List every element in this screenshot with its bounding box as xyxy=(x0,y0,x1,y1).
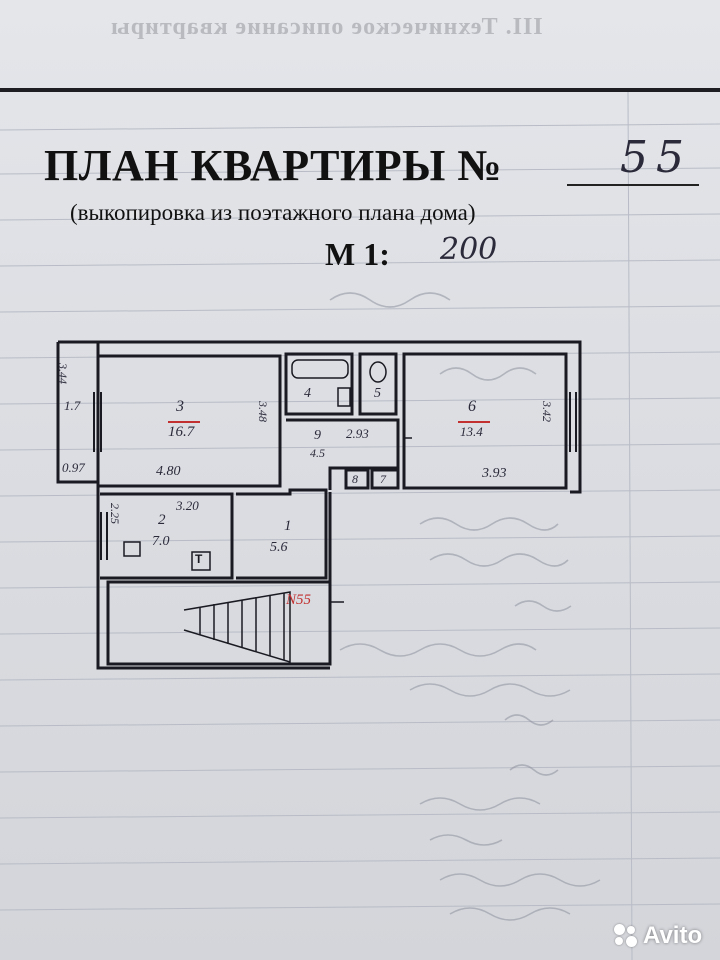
dim-room3-width: 4.80 xyxy=(156,464,181,479)
dim-room2-width: 3.20 xyxy=(176,498,199,513)
room-9-area: 4.5 xyxy=(310,446,325,460)
room-2-area: 7.0 xyxy=(152,534,170,549)
room-3-area: 16.7 xyxy=(168,424,195,440)
room-3-number: 3 xyxy=(176,398,184,415)
room-1-area: 5.6 xyxy=(270,540,288,555)
dim-room6-width: 3.93 xyxy=(482,466,507,481)
dim-corridor-length: 2.93 xyxy=(346,426,369,441)
kitchen-fixture-label: Т xyxy=(195,552,203,566)
scale-label: М 1: xyxy=(325,236,390,272)
scale-value: 200 xyxy=(440,232,498,267)
room-2-number: 2 xyxy=(158,512,166,528)
room-9-number: 9 xyxy=(314,428,321,443)
avito-watermark: Avito xyxy=(614,922,702,950)
dim-balcony-area: 1.7 xyxy=(64,398,81,413)
room-5-number: 5 xyxy=(374,386,381,401)
apartment-number-underline xyxy=(567,184,699,186)
room-8-number: 8 xyxy=(352,472,358,486)
dim-balcony-width: 0.97 xyxy=(62,460,85,475)
background-form-lines xyxy=(0,92,720,960)
avito-brand-text: Avito xyxy=(643,922,703,949)
room-7-number: 7 xyxy=(380,472,386,486)
room-4-number: 4 xyxy=(304,386,311,401)
avito-logo-icon xyxy=(614,924,638,948)
room-1-number: 1 xyxy=(284,518,292,534)
stair-apartment-label: N55 xyxy=(286,592,312,608)
plan-title: ПЛАН КВАРТИРЫ № xyxy=(44,141,503,190)
plan-subtitle: (выкопировка из поэтажного плана дома) xyxy=(70,200,476,225)
room-6-number: 6 xyxy=(468,398,476,415)
form-top-rule xyxy=(0,88,720,92)
apartment-number: 55 xyxy=(620,132,692,183)
room-6-area: 13.4 xyxy=(460,424,483,439)
